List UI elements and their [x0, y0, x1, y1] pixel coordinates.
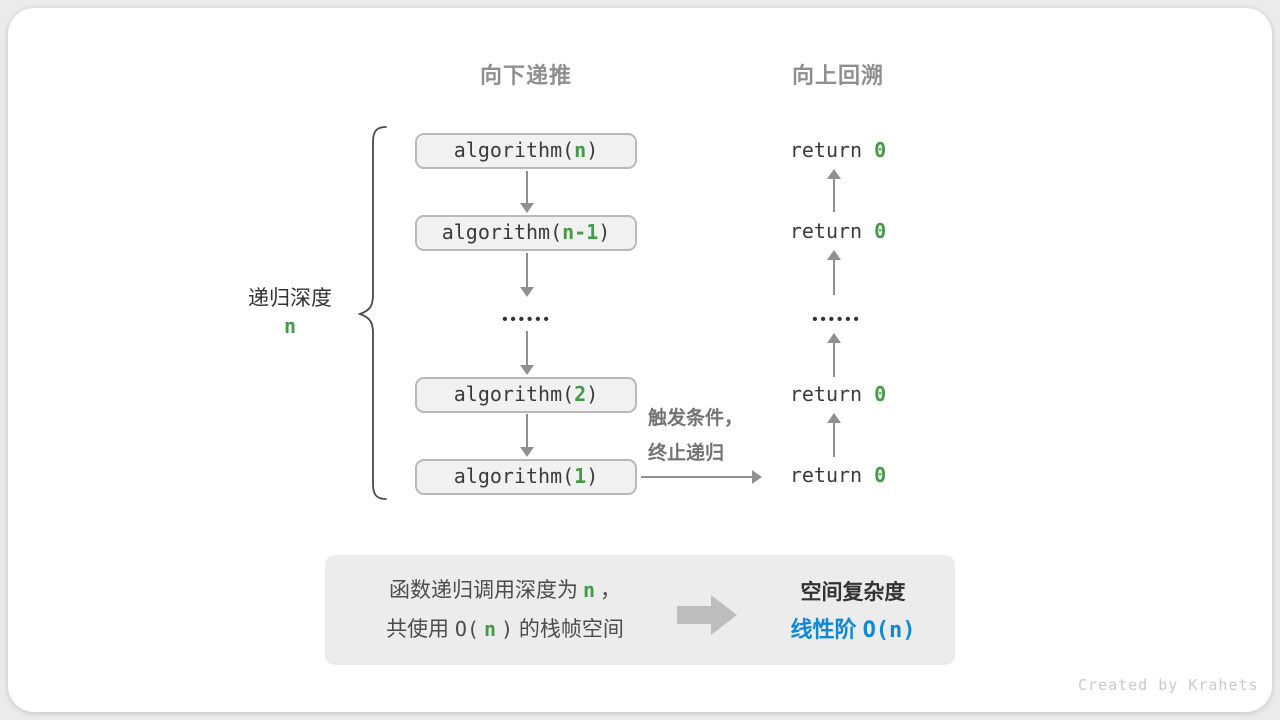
depth-brace: [357, 126, 387, 500]
call-frame-1: algorithm(1): [415, 459, 637, 495]
complexity-value: 线性阶 O(n): [790, 617, 916, 643]
up-arrow-icon: [827, 250, 841, 295]
code-text: ): [586, 382, 599, 406]
termination-note-line2: 终止递归: [648, 443, 725, 464]
call-frame-n-1: algorithm(n-1): [415, 215, 637, 251]
call-frame-2: algorithm(2): [415, 377, 637, 413]
return-value: 0: [874, 138, 887, 162]
recursion-depth-label: 递归深度: [248, 287, 332, 310]
stack-ellipsis: ••••••: [502, 311, 552, 328]
code-arg: 2: [574, 382, 587, 406]
code-text: ): [586, 464, 599, 488]
return-keyword: return: [789, 219, 875, 243]
return-statement: return 0: [768, 137, 908, 163]
code-text: ): [586, 138, 599, 162]
summary-n: n: [582, 578, 596, 602]
return-keyword: return: [789, 463, 875, 487]
complexity-title: 空间复杂度: [800, 581, 906, 604]
summary-line2: 共使用 O(n) 的栈帧空间: [386, 617, 624, 641]
code-arg: n: [574, 138, 587, 162]
up-arrow-icon: [827, 169, 841, 212]
base-case-arrow-icon: [641, 470, 762, 484]
return-statement: return 0: [768, 381, 908, 407]
return-ellipsis: ••••••: [812, 311, 862, 328]
down-arrow-icon: [520, 331, 534, 375]
header-backtrack-up: 向上回溯: [791, 63, 884, 88]
code-text: algorithm(: [453, 464, 575, 488]
return-keyword: return: [789, 382, 875, 406]
down-arrow-icon: [520, 414, 534, 457]
code-text: ): [598, 220, 611, 244]
recursion-depth-value: n: [283, 314, 297, 338]
implies-arrow-icon: [677, 595, 737, 635]
watermark: Created by Krahets: [1078, 676, 1259, 694]
summary-o-n: n: [484, 617, 497, 641]
up-arrow-icon: [827, 413, 841, 457]
return-value: 0: [874, 463, 887, 487]
complexity-result: 空间复杂度 线性阶 O(n): [763, 576, 943, 651]
code-text: algorithm(: [441, 220, 563, 244]
code-text: algorithm(: [453, 382, 575, 406]
code-arg: n-1: [562, 220, 599, 244]
code-arg: 1: [574, 464, 587, 488]
call-frame-n: algorithm(n): [415, 133, 637, 169]
code-text: algorithm(: [453, 138, 575, 162]
return-value: 0: [874, 219, 887, 243]
up-arrow-icon: [827, 333, 841, 377]
header-recurse-down: 向下递推: [479, 63, 572, 88]
down-arrow-icon: [520, 253, 534, 297]
return-keyword: return: [789, 138, 875, 162]
return-statement: return 0: [768, 218, 908, 244]
return-value: 0: [874, 382, 887, 406]
return-statement: return 0: [768, 462, 908, 488]
down-arrow-icon: [520, 171, 534, 213]
termination-note: 触发条件， 终止递归: [648, 401, 758, 471]
termination-note-line1: 触发条件，: [648, 408, 744, 429]
